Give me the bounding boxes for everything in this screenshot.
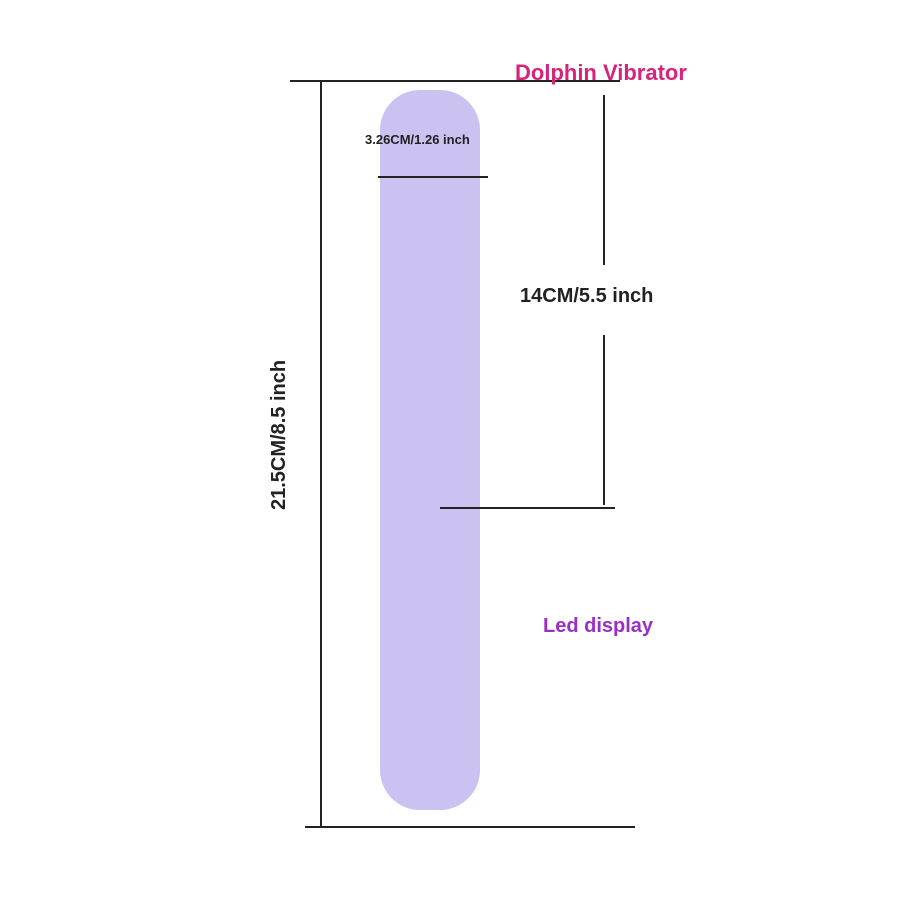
insertable-length-label: 14CM/5.5 inch <box>520 285 654 307</box>
total-length-bottom-line <box>305 826 635 828</box>
width-label: 3.26CM/1.26 inch <box>365 132 470 147</box>
length-vertical-line-lower <box>603 335 605 505</box>
total-length-top-line <box>290 80 620 82</box>
product-title: Dolphin Vibrator <box>515 60 687 85</box>
total-length-vertical-line <box>320 80 322 828</box>
led-display-label: Led display <box>543 615 654 637</box>
width-bar <box>378 176 488 178</box>
length-bottom-line <box>440 507 615 509</box>
total-length-label: 21.5CM/8.5 inch <box>268 359 290 510</box>
product-silhouette <box>370 80 520 840</box>
length-vertical-line-upper <box>603 95 605 265</box>
